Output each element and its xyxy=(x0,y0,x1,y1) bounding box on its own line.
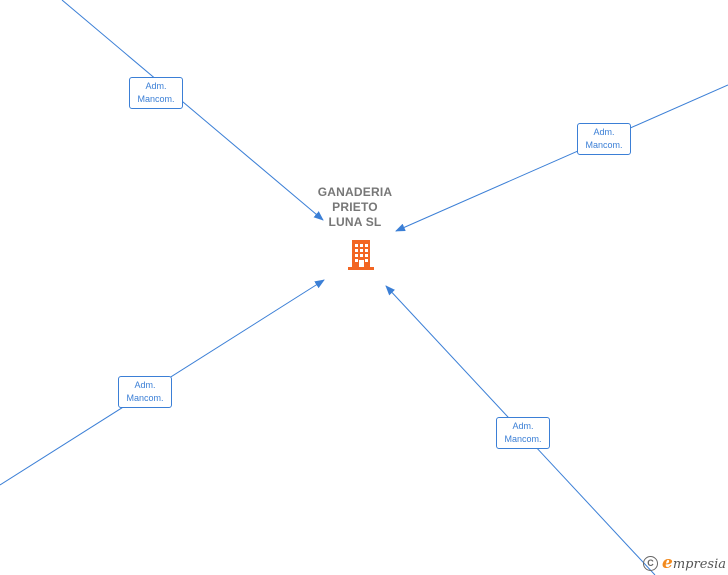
edge-top-left xyxy=(61,0,324,221)
role-title: Adm. xyxy=(593,127,615,137)
brand-logo: empresia xyxy=(662,553,726,573)
role-subtitle: Mancom. xyxy=(504,434,542,444)
company-name-line-3: LUNA SL xyxy=(328,215,382,229)
role-subtitle: Mancom. xyxy=(585,140,623,150)
role-box-bottom-right[interactable]: Adm. Mancom. xyxy=(496,417,550,449)
role-title: Adm. xyxy=(134,380,156,390)
empresia-watermark[interactable]: C empresia xyxy=(643,553,726,573)
role-box-top-left[interactable]: Adm. Mancom. xyxy=(129,77,183,109)
role-box-bottom-left[interactable]: Adm. Mancom. xyxy=(118,376,172,408)
company-name-line-2: PRIETO xyxy=(332,200,378,214)
edge-top-right xyxy=(395,84,728,232)
building-icon[interactable] xyxy=(346,237,376,271)
role-subtitle: Mancom. xyxy=(126,393,164,403)
role-subtitle: Mancom. xyxy=(137,94,175,104)
company-name-line-1: GANADERIA xyxy=(317,185,393,199)
role-title: Adm. xyxy=(512,421,534,431)
role-title: Adm. xyxy=(145,81,167,91)
brand-initial: e xyxy=(662,553,673,573)
role-box-top-right[interactable]: Adm. Mancom. xyxy=(577,123,631,155)
copyright-icon: C xyxy=(643,555,659,571)
company-name[interactable]: GANADERIA PRIETO LUNA SL xyxy=(300,185,410,230)
brand-rest: mpresia xyxy=(672,557,726,572)
